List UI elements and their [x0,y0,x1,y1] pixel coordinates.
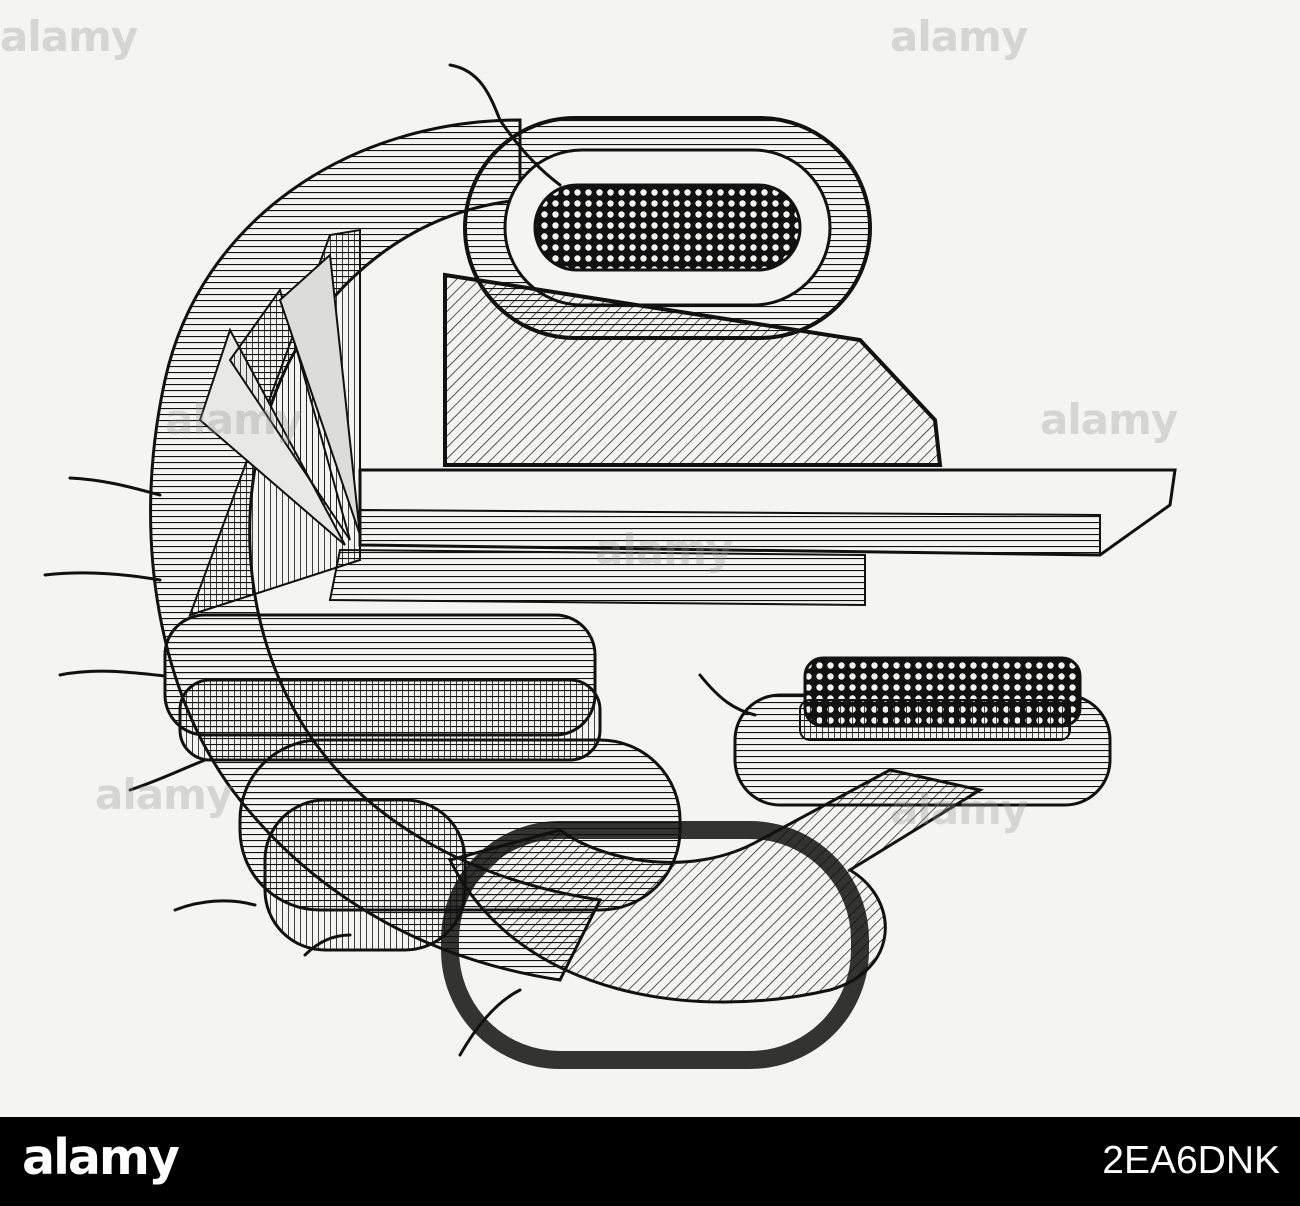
curved-conductor-tube [447,768,984,1004]
watermark: alamy [165,395,303,444]
watermark: alamy [1040,395,1178,444]
engraving-illustration [43,63,1177,1069]
image-stage: alamy alamy alamy alamy alamy alamy alam… [0,12,1179,1069]
footer-bar: alamy 2EA6DNK [0,1117,1300,1206]
watermark: alamy [890,12,1028,61]
alamy-logo: alamy [22,1129,180,1186]
watermark: alamy [0,12,138,61]
watermark: alamy [890,785,1028,834]
base-band [328,548,866,607]
image-id: 2EA6DNK [1102,1139,1280,1182]
lower-oval-coil [733,656,1112,807]
watermark: alamy [595,525,733,574]
wire-leads [43,63,757,1057]
lamination-fan [188,228,361,617]
bottom-coil-loop [441,821,869,1069]
watermark: alamy [95,770,233,819]
upper-oval-coil [463,116,872,340]
iron-core-block [443,272,943,467]
